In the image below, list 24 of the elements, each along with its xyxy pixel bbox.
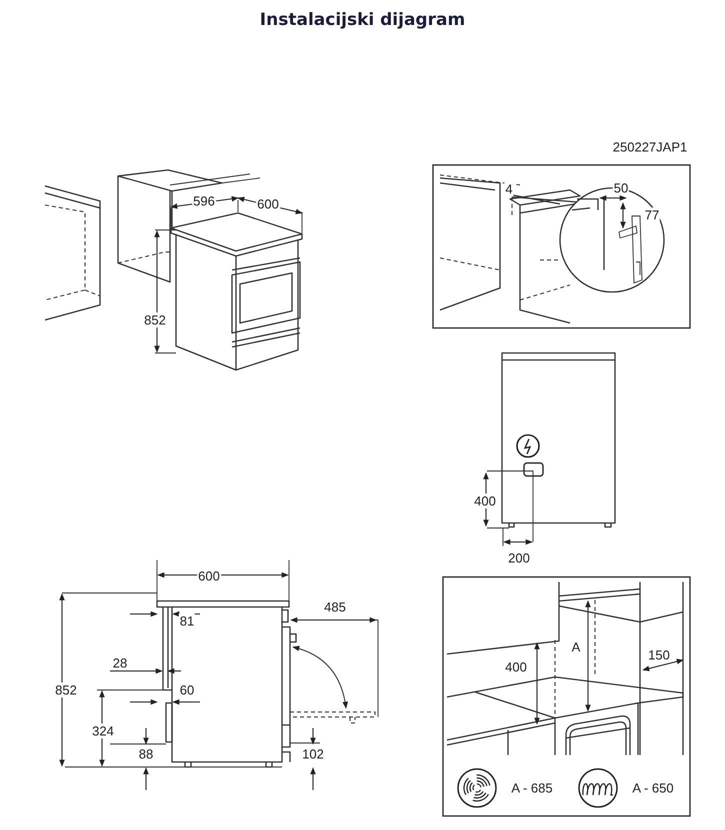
dimension-label: 596	[192, 194, 216, 208]
dimension-label: 4	[504, 182, 514, 196]
dimension-label: 324	[91, 724, 115, 738]
dimension-label: 400	[473, 494, 497, 508]
dimension-label: A	[570, 640, 582, 654]
dimension-label: 400	[504, 660, 528, 674]
dimension-label: 28	[112, 656, 128, 670]
dimension-label: 852	[54, 682, 78, 698]
dimension-label: 77	[644, 208, 660, 222]
dimension-label: 852	[143, 312, 167, 328]
dimension-label: 88	[138, 746, 154, 762]
dimension-label: 150	[647, 648, 671, 662]
drawing-code: 250227JAP1	[612, 140, 688, 154]
dimension-label: A - 685	[510, 780, 554, 796]
dimension-label: 600	[256, 196, 280, 212]
dimension-label: A - 650	[631, 780, 675, 796]
dimension-label: 102	[301, 746, 325, 762]
dimension-label: 60	[178, 682, 196, 698]
dimension-label: 200	[507, 550, 531, 566]
dimension-label: 600	[197, 568, 221, 584]
dimension-label: 81	[178, 614, 196, 628]
dimension-label: 485	[323, 600, 347, 614]
dimension-label: 50	[612, 180, 630, 196]
diagram-title: Instalacijski dijagram	[258, 10, 466, 30]
